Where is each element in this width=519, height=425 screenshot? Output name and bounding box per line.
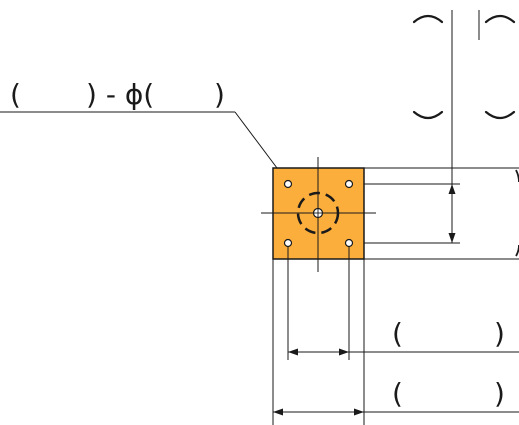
column-outline-dashed [296,191,340,235]
plate-width-value-open: ( [392,377,403,410]
bracket-bottom-left [412,110,444,120]
arrow-left-icon [273,408,283,416]
hole-pitch-value-open: ( [392,317,403,350]
hole-pitch-arrows [288,348,349,356]
hole-callout-leader [0,111,287,181]
anchor-hole-top-left [283,179,293,189]
anchor-hole-bottom-left [283,238,293,248]
arrow-left-icon [288,348,298,356]
horizontal-extension-lines [272,247,365,425]
plate-width-value-close: ) [494,377,505,410]
anchor-hole-top-right [344,179,354,189]
vertical-dimension-brackets [412,14,516,120]
anchor-holes [283,179,354,248]
arrow-down-icon [448,233,456,243]
hole-pitch-value-close: ) [494,317,505,350]
bracket-bottom-right [484,110,516,120]
arrow-right-icon [354,408,364,416]
bracket-top-right [484,14,516,24]
hole-callout-close: ) [214,78,225,111]
arrow-right-icon [339,348,349,356]
vertical-dimension-arrows [448,184,456,243]
plate-width-arrows [273,408,364,416]
hole-callout-quantity-and-diameter: ) - ϕ( [86,78,154,111]
arrow-up-icon [448,184,456,194]
bracket-top-left [412,14,444,24]
vertical-dimension-lines [356,10,519,260]
anchor-centre-cross [314,209,322,217]
anchor-hole-bottom-right [344,238,354,248]
hole-callout-open: ( [10,78,21,111]
